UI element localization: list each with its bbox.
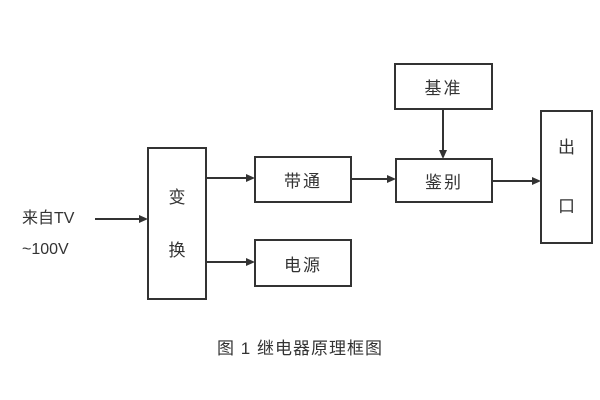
block-outlet-char-2: 口: [558, 197, 575, 216]
arrowhead-right-icon: [139, 215, 148, 223]
block-reference-label: 基准: [424, 79, 463, 98]
block-outlet-char-1: 出: [558, 138, 575, 157]
arrow-transform-to-bandpass: [207, 174, 255, 182]
block-reference: 基准: [394, 63, 493, 110]
block-transform-char-1: 变: [168, 187, 186, 207]
block-bandpass-label: 带通: [284, 172, 322, 191]
arrow-input-to-transform: [95, 215, 148, 223]
block-transform: 变 换: [147, 147, 207, 300]
arrow-transform-to-power: [207, 258, 255, 266]
block-power-label: 电源: [284, 255, 322, 275]
block-power: 电源: [254, 239, 352, 287]
arrow-bandpass-to-discriminator: [352, 175, 396, 183]
figure-caption: 图 1 继电器原理框图: [217, 339, 383, 358]
arrowhead-right-icon: [246, 258, 255, 266]
block-transform-char-2: 换: [168, 240, 186, 260]
block-outlet: 出 口: [540, 110, 593, 244]
arrowhead-right-icon: [532, 177, 541, 185]
arrowhead-right-icon: [246, 174, 255, 182]
arrowhead-down-icon: [439, 150, 447, 159]
block-bandpass: 带通: [254, 156, 352, 203]
arrowhead-right-icon: [387, 175, 396, 183]
arrow-discriminator-to-outlet: [493, 177, 541, 185]
input-source-label: 来自TV: [22, 210, 75, 227]
arrow-reference-to-discriminator: [439, 110, 447, 159]
block-discriminator-label: 鉴别: [425, 173, 463, 192]
input-voltage-label: ~100V: [22, 241, 69, 258]
block-discriminator: 鉴别: [395, 158, 493, 203]
